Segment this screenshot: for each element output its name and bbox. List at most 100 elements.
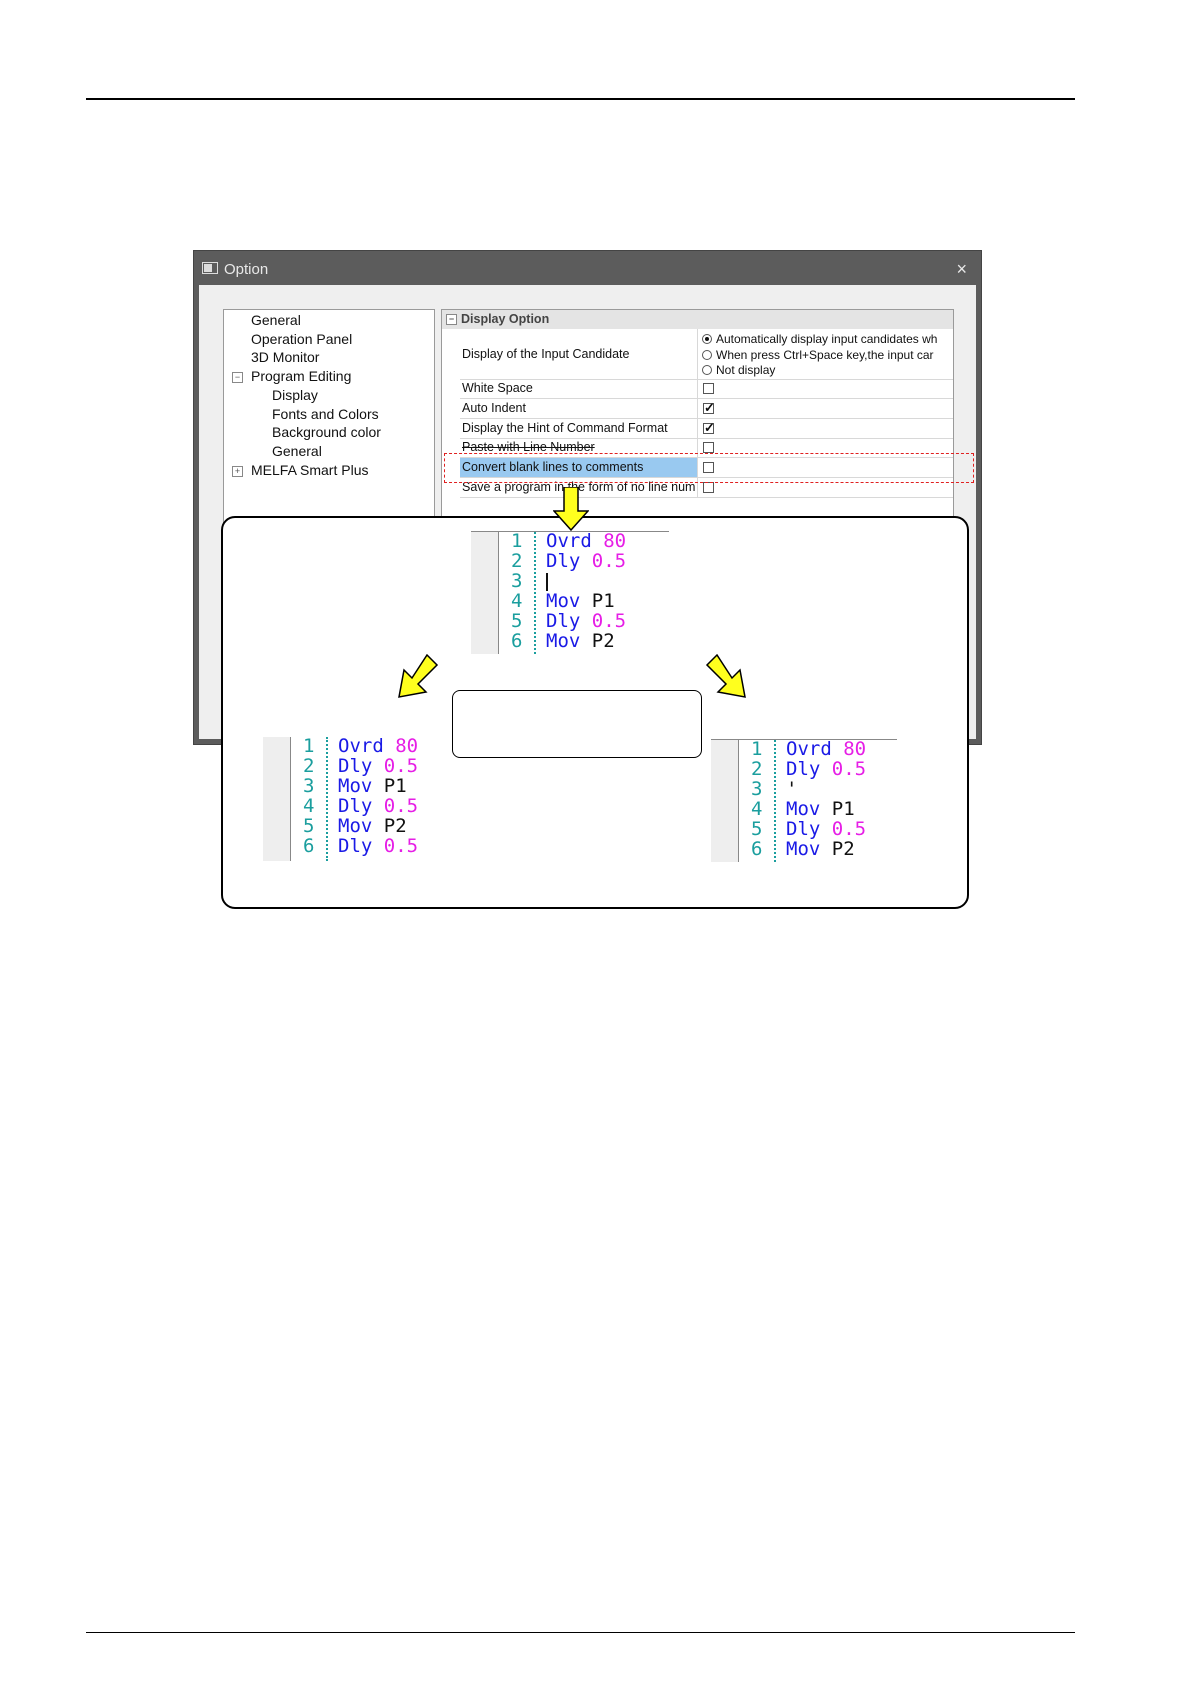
- option-row[interactable]: Display the Hint of Command Format: [460, 418, 953, 439]
- code-line[interactable]: Dly 0.5: [338, 755, 418, 777]
- candidate-radio[interactable]: [702, 365, 712, 375]
- tree-expander-icon[interactable]: −: [232, 372, 243, 384]
- option-row[interactable]: Paste with Line Number: [460, 438, 953, 459]
- tree-item[interactable]: MELFA Smart Plus: [251, 461, 369, 478]
- line-number: 1: [751, 739, 763, 760]
- code-keyword: Mov: [546, 590, 581, 612]
- tree-expander-icon[interactable]: +: [232, 465, 243, 477]
- code-keyword: Mov: [786, 798, 821, 820]
- option-row[interactable]: White Space: [460, 379, 953, 399]
- section-header[interactable]: − Display Option: [442, 310, 953, 329]
- code-keyword: Dly: [546, 610, 581, 632]
- code-line[interactable]: Ovrd 80: [546, 531, 626, 552]
- option-checkbox[interactable]: [703, 400, 715, 416]
- code-line[interactable]: Dly 0.5: [338, 835, 418, 857]
- code-argument: 0.5: [383, 795, 419, 817]
- code-line[interactable]: Dly 0.5: [546, 550, 626, 572]
- code-argument: 0.5: [831, 818, 867, 840]
- tree-item[interactable]: General: [251, 312, 301, 328]
- code-line[interactable]: [546, 570, 548, 596]
- code-argument: P1: [591, 590, 615, 612]
- code-argument: 80: [395, 737, 419, 757]
- text-cursor: [546, 573, 548, 591]
- section-title: Display Option: [461, 312, 550, 326]
- line-number: 6: [751, 838, 763, 860]
- code-line[interactable]: Mov P2: [546, 630, 615, 652]
- editor-gutter: [263, 737, 291, 861]
- tree-item[interactable]: General: [272, 442, 322, 459]
- option-checkbox[interactable]: [703, 442, 714, 454]
- option-label: Paste with Line Number: [460, 438, 698, 458]
- code-line[interactable]: ': [786, 778, 797, 800]
- code-keyword: ': [786, 778, 798, 800]
- editor-gutter: [471, 532, 499, 654]
- line-number: 2: [303, 755, 315, 777]
- code-keyword: Dly: [546, 550, 581, 572]
- line-number: 6: [511, 630, 523, 652]
- candidate-radio[interactable]: [702, 349, 712, 360]
- line-number: 5: [511, 610, 523, 632]
- line-number: 5: [303, 815, 315, 837]
- option-checkbox[interactable]: [703, 383, 714, 394]
- arrow-down-right-icon: [705, 654, 746, 698]
- tree-item[interactable]: Display: [272, 386, 318, 403]
- tree-item[interactable]: Program Editing: [251, 368, 352, 385]
- line-number: 6: [303, 835, 315, 857]
- line-number-divider: [326, 737, 328, 861]
- caption-box: [452, 690, 702, 758]
- line-number-divider: [534, 532, 536, 654]
- option-checkbox[interactable]: [703, 420, 715, 436]
- code-line[interactable]: Dly 0.5: [786, 818, 866, 840]
- option-label: Convert blank lines to comments: [460, 458, 698, 478]
- tree-item[interactable]: Operation Panel: [251, 330, 353, 347]
- code-line[interactable]: Mov P2: [786, 838, 855, 860]
- code-line[interactable]: Ovrd 80: [786, 739, 866, 760]
- code-keyword: Ovrd: [786, 739, 832, 760]
- code-argument: 0.5: [591, 550, 627, 572]
- dialog-titlebar[interactable]: Option ×: [194, 251, 981, 285]
- code-line[interactable]: Mov P1: [338, 775, 407, 797]
- tree-item[interactable]: Background color: [272, 424, 381, 441]
- code-keyword: Dly: [338, 835, 373, 857]
- line-number: 4: [751, 798, 763, 820]
- dialog-title: Option: [224, 261, 269, 278]
- candidate-radio[interactable]: [702, 334, 712, 344]
- tree-item[interactable]: 3D Monitor: [251, 349, 320, 366]
- arrow-down-left-icon: [398, 654, 439, 698]
- code-keyword: Mov: [338, 775, 373, 797]
- input-candidate-label: Display of the Input Candidate: [460, 329, 698, 379]
- code-line[interactable]: Dly 0.5: [546, 610, 626, 632]
- tree-item[interactable]: Fonts and Colors: [272, 405, 379, 422]
- code-line[interactable]: Mov P2: [338, 815, 407, 837]
- input-candidate-row: Display of the Input Candidate Automatic…: [460, 329, 953, 380]
- line-number: 2: [511, 550, 523, 572]
- option-label: White Space: [460, 379, 698, 398]
- code-line[interactable]: Mov P1: [786, 798, 855, 820]
- line-number: 1: [511, 531, 523, 552]
- option-checkbox[interactable]: [703, 482, 714, 493]
- code-line[interactable]: Dly 0.5: [786, 758, 866, 780]
- candidate-option-label: Not display: [716, 363, 776, 377]
- line-number: 3: [751, 778, 763, 800]
- code-argument: P2: [383, 815, 407, 837]
- option-label: Display the Hint of Command Format: [460, 418, 698, 438]
- highlight-dashed-frame: [444, 453, 974, 483]
- line-number-divider: [774, 740, 776, 862]
- option-row[interactable]: Auto Indent: [460, 398, 953, 419]
- line-number: 1: [303, 737, 315, 757]
- collapse-icon[interactable]: −: [446, 314, 457, 325]
- line-number: 3: [511, 570, 523, 592]
- option-checkbox[interactable]: [703, 462, 714, 474]
- code-keyword: Ovrd: [546, 531, 592, 552]
- code-line[interactable]: Ovrd 80: [338, 737, 418, 757]
- code-line[interactable]: Dly 0.5: [338, 795, 418, 817]
- code-line[interactable]: Mov P1: [546, 590, 615, 612]
- option-row[interactable]: Convert blank lines to comments: [460, 458, 953, 479]
- close-icon[interactable]: ×: [956, 259, 967, 279]
- candidate-option-label: Automatically display input candidates w…: [716, 332, 938, 346]
- editor-gutter: [711, 740, 739, 862]
- code-argument: 0.5: [831, 758, 867, 780]
